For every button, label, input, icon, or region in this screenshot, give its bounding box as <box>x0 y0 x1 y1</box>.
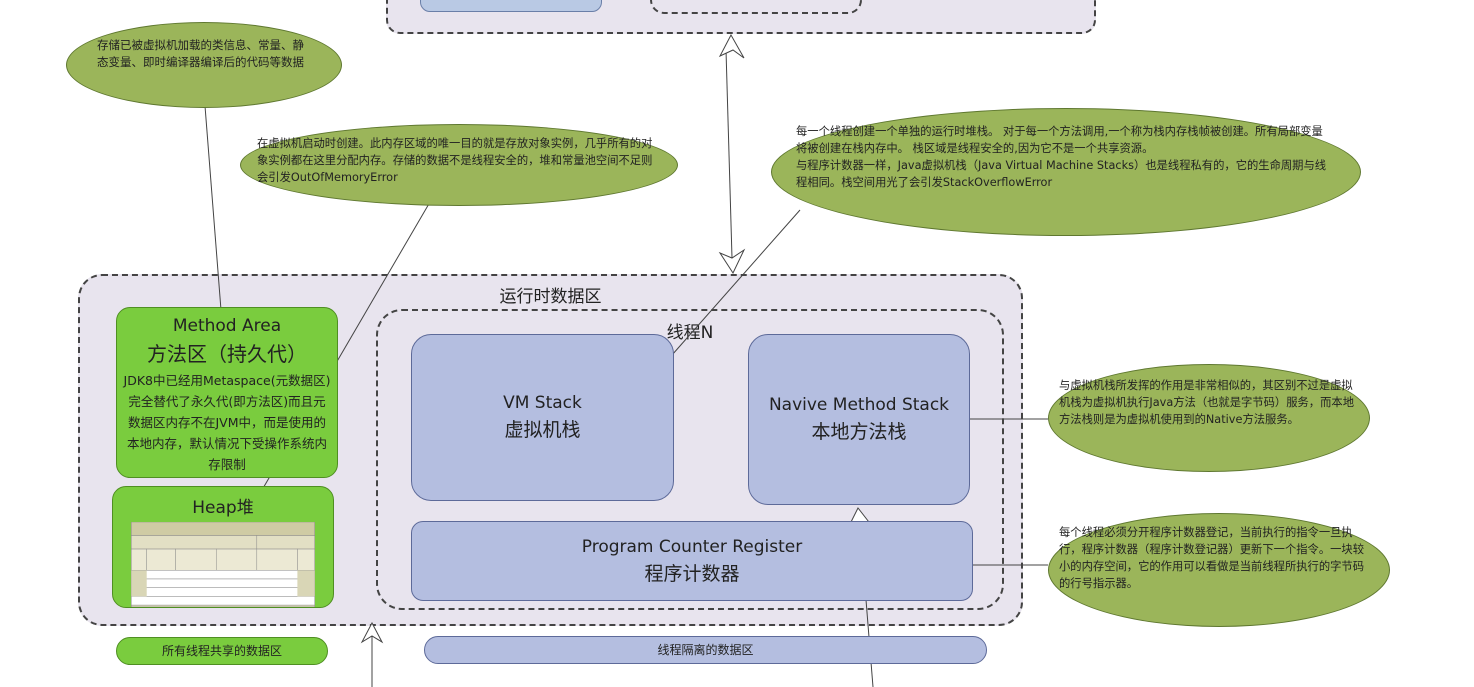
vm-stack-title-en: VM Stack <box>503 393 582 413</box>
native-method-stack-box: Navive Method Stack 本地方法栈 <box>748 334 970 505</box>
legend-isolated-area: 线程隔离的数据区 <box>424 636 987 664</box>
native-stack-note-text: 与虚拟机栈所发挥的作用是非常相似的，其区别不过是虚拟机栈为虚拟机执行Java方法… <box>1059 379 1354 426</box>
program-counter-box: Program Counter Register 程序计数器 <box>411 521 973 601</box>
native-stack-title-en: Navive Method Stack <box>768 395 950 415</box>
native-stack-title-cn: 本地方法栈 <box>811 421 907 443</box>
runtime-title: 运行时数据区 <box>499 287 602 307</box>
top-double-arrow <box>725 49 733 259</box>
top-arrowhead-down <box>718 248 746 275</box>
heap-structure-thumbnail <box>130 522 316 607</box>
top-arrowhead-up <box>718 33 745 59</box>
pc-title-cn: 程序计数器 <box>644 562 740 585</box>
vm-stack-title-cn: 虚拟机栈 <box>504 419 581 441</box>
method-area-desc: JDK8中已经用Metaspace(元数据区)完全替代了永久代(即方法区)而且元… <box>123 373 331 472</box>
method-area-box: Method Area 方法区（持久代） JDK8中已经用Metaspace(元… <box>116 307 338 478</box>
heap-note: 在虚拟机启动时创建。此内存区域的唯一目的就是存放对象实例，几乎所有的对象实例都在… <box>240 124 678 206</box>
vm-stack-note: 每一个线程创建一个单独的运行时堆栈。 对于每一个方法调用,一个称为栈内存栈帧被创… <box>771 108 1361 236</box>
legend-shared-area: 所有线程共享的数据区 <box>116 637 328 665</box>
method-area-title-en: Method Area <box>172 316 282 336</box>
method-area-title-cn: 方法区（持久代） <box>147 342 307 366</box>
method-area-note-text: 存储已被虚拟机加载的类信息、常量、静态变量、即时编译器编译后的代码等数据 <box>97 38 304 69</box>
heap-note-text: 在虚拟机启动时创建。此内存区域的唯一目的就是存放对象实例，几乎所有的对象实例都在… <box>257 137 653 184</box>
vm-stack-box: VM Stack 虚拟机栈 <box>411 334 674 501</box>
heap-box: Heap堆 <box>112 486 334 608</box>
method-area-note: 存储已被虚拟机加载的类信息、常量、静态变量、即时编译器编译后的代码等数据 <box>66 22 342 108</box>
legend-shared-text: 所有线程共享的数据区 <box>161 644 282 658</box>
top-region-box <box>420 0 602 12</box>
native-stack-note: 与虚拟机栈所发挥的作用是非常相似的，其区别不过是虚拟机栈为虚拟机执行Java方法… <box>1048 364 1370 472</box>
pc-note: 每个线程必须分开程序计数器登记，当前执行的指令一旦执行，程序计数器（程序计数登记… <box>1048 513 1390 627</box>
pc-title-en: Program Counter Register <box>581 536 803 557</box>
pc-note-text: 每个线程必须分开程序计数器登记，当前执行的指令一旦执行，程序计数器（程序计数登记… <box>1059 526 1365 590</box>
vm-stack-note-text-1: 每一个线程创建一个单独的运行时堆栈。 对于每一个方法调用,一个称为栈内存栈帧被创… <box>796 125 1323 155</box>
heap-title: Heap堆 <box>192 498 254 518</box>
vm-stack-note-text-2: 与程序计数器一样，Java虚拟机栈（Java Virtual Machine S… <box>796 159 1327 189</box>
top-region-dashed-box <box>650 0 862 14</box>
legend-isolated-text: 线程隔离的数据区 <box>657 643 754 657</box>
top-region <box>386 0 1096 34</box>
